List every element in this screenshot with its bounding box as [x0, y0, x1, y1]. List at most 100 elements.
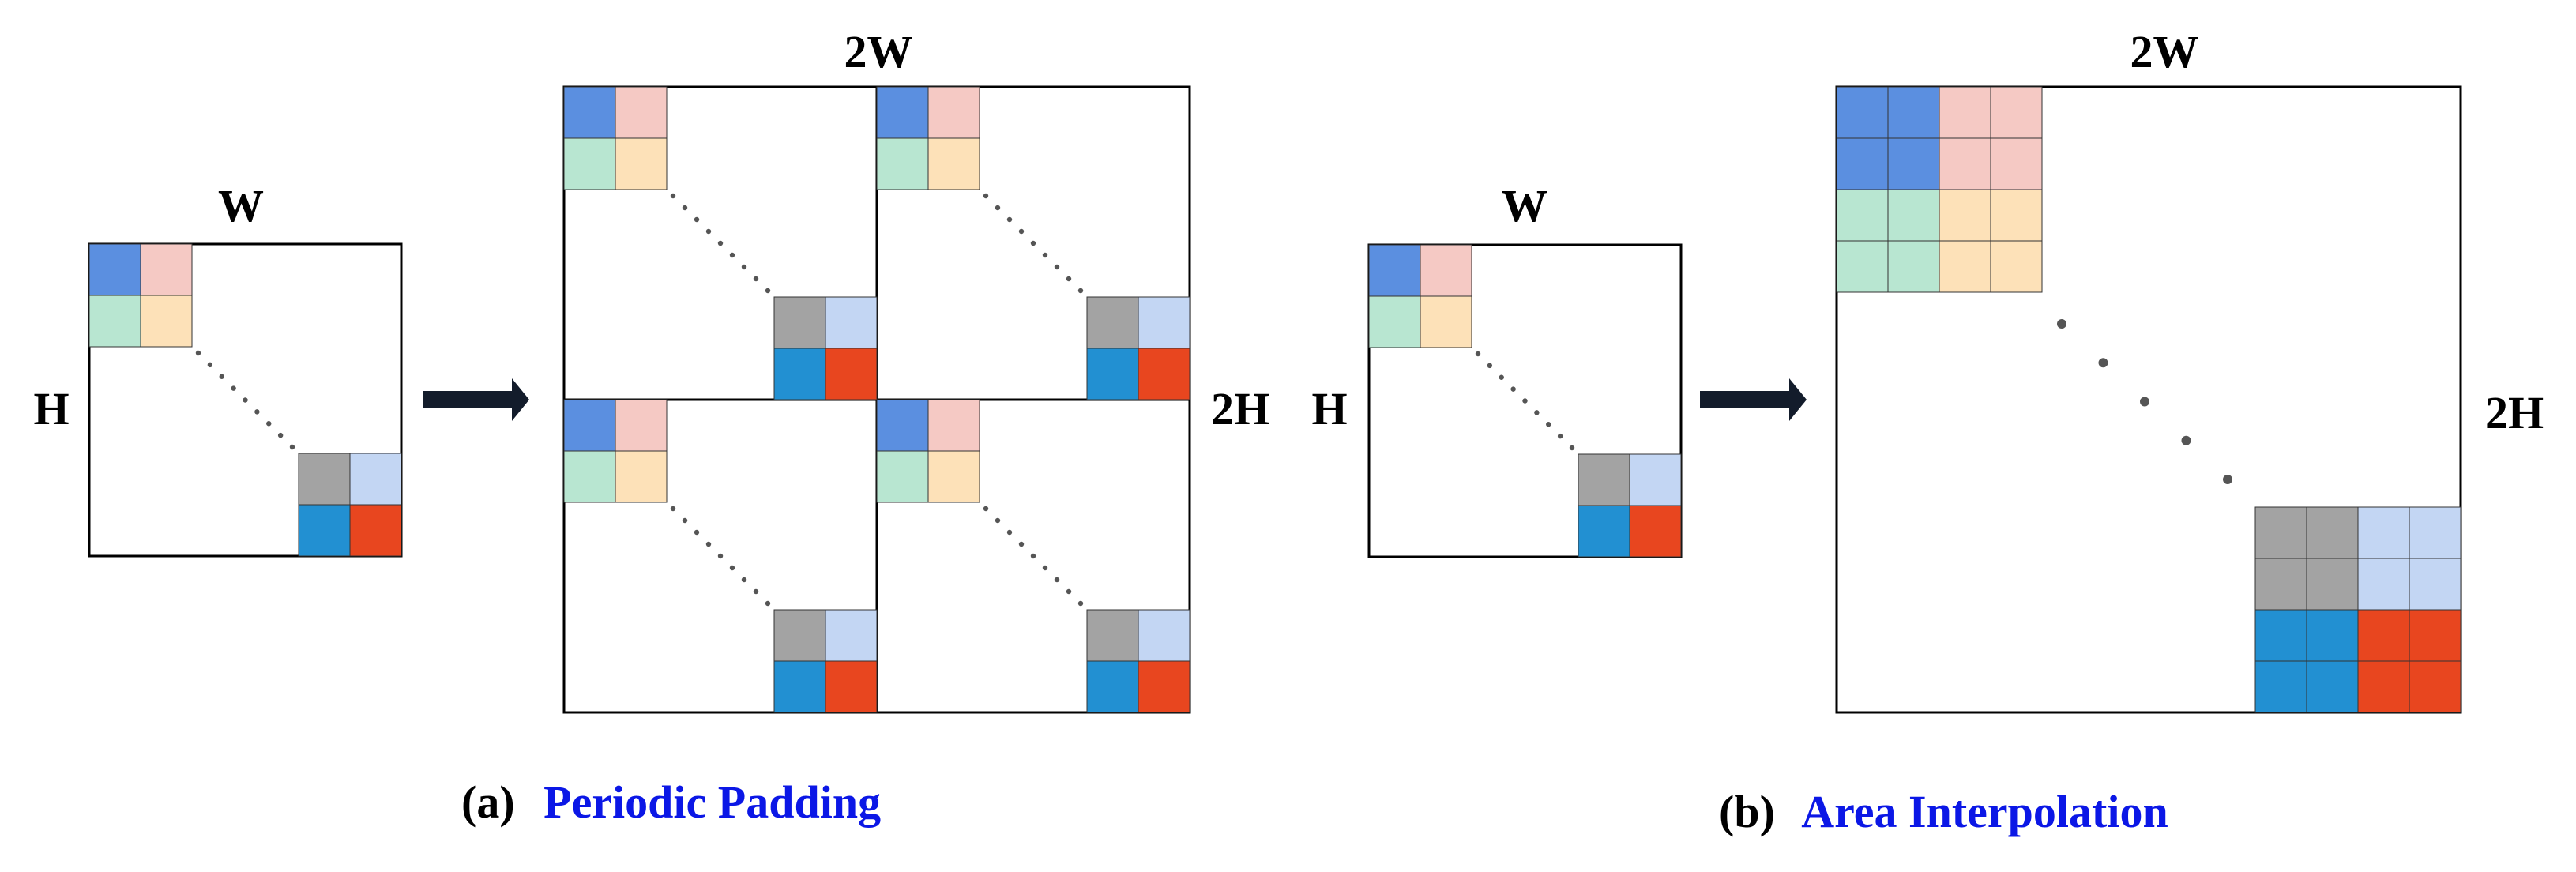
cell-green: [1887, 240, 1940, 293]
ellipsis-dot: [741, 264, 747, 270]
ellipsis-dot: [207, 362, 213, 368]
caption-b-prefix: (b): [1719, 786, 1775, 837]
cell-gray: [2254, 558, 2307, 611]
cell-green: [876, 450, 929, 503]
caption-a-prefix: (a): [461, 776, 515, 828]
cell-peach: [615, 450, 668, 503]
ellipsis-dot: [243, 397, 248, 403]
cell-blue: [563, 399, 616, 452]
ellipsis-dot: [741, 577, 747, 583]
ellipsis-dot: [1042, 252, 1048, 258]
cell-gray: [1086, 609, 1139, 662]
cell-red: [2409, 609, 2461, 662]
cell-light-blue: [349, 453, 402, 506]
cell-dark-blue: [1578, 505, 1630, 558]
cell-light-blue: [1138, 609, 1190, 662]
cell-peach: [1939, 240, 1991, 293]
cell-gray: [1086, 296, 1139, 349]
panel-b: W H 2W 2H (b) Area Interpolation: [1311, 26, 2544, 837]
cell-gray: [298, 453, 351, 506]
cell-blue: [1836, 86, 1889, 139]
cell-peach: [1939, 189, 1991, 242]
cell-peach: [1990, 189, 2043, 242]
cell-light-blue: [2409, 506, 2461, 559]
cell-blue: [1368, 244, 1421, 297]
cell-peach: [927, 137, 980, 190]
arrow-b: [1700, 378, 1807, 421]
cell-green: [1836, 189, 1889, 242]
ellipsis-dot: [753, 276, 759, 282]
ellipsis-dot: [983, 193, 989, 199]
cell-green: [1836, 240, 1889, 293]
input-width-label: W: [218, 180, 264, 231]
panel-b-input-matrix: [1367, 243, 1683, 558]
cell-red: [2409, 660, 2461, 713]
ellipsis-dot: [670, 506, 676, 512]
ellipsis-dot: [670, 193, 676, 199]
arrow-head: [512, 378, 529, 421]
ellipsis-dot: [1077, 288, 1084, 294]
ellipsis-dot: [2140, 397, 2149, 407]
ellipsis-dot: [2098, 358, 2108, 368]
ellipsis-dot: [1066, 276, 1072, 282]
ellipsis-dot: [1557, 433, 1563, 439]
output-height-label: 2H: [1211, 383, 1269, 434]
arrow-a: [423, 378, 529, 421]
cell-green: [1887, 189, 1940, 242]
output-height-label: 2H: [2485, 387, 2544, 438]
cell-dark-blue: [298, 504, 351, 557]
caption-b-title: Area Interpolation: [1801, 786, 2168, 837]
ellipsis-dot: [1006, 216, 1013, 223]
cell-light-blue: [2409, 558, 2461, 611]
caption-a-title: Periodic Padding: [543, 776, 881, 828]
ellipsis-dot: [1510, 386, 1516, 392]
ellipsis-dot: [765, 288, 771, 294]
ellipsis-dot: [266, 421, 272, 427]
ellipsis-dot: [717, 553, 724, 559]
cell-pink: [1990, 137, 2043, 190]
ellipsis-dot: [729, 565, 735, 571]
cell-dark-blue: [2254, 660, 2307, 713]
ellipsis-dot: [1499, 374, 1504, 380]
cell-light-blue: [825, 296, 878, 349]
cell-red: [2357, 609, 2410, 662]
tile-bottom-left: [563, 399, 878, 713]
arrow-head: [1789, 378, 1807, 421]
cell-light-blue: [1629, 453, 1682, 506]
tile-top-right: [876, 86, 1190, 400]
cell-dark-blue: [1086, 348, 1139, 400]
ellipsis-dot: [694, 216, 700, 223]
input-cells: [88, 243, 402, 557]
cell-gray: [773, 609, 826, 662]
cell-gray: [2254, 506, 2307, 559]
ellipsis-dot: [1475, 351, 1481, 357]
ellipsis-dot: [1546, 422, 1551, 427]
ellipsis-dot: [1569, 445, 1575, 451]
cell-dark-blue: [2254, 609, 2307, 662]
ellipsis-dot: [705, 541, 712, 547]
cell-dark-blue: [2306, 609, 2359, 662]
cell-light-blue: [1138, 296, 1190, 349]
caption-a: (a) Periodic Padding: [461, 776, 881, 828]
cell-red: [1138, 660, 1190, 713]
cell-pink: [1939, 86, 1991, 139]
panel-a-input-matrix: [88, 242, 403, 558]
ellipsis-dot: [983, 506, 989, 512]
cell-pink: [927, 86, 980, 139]
output-width-label: 2W: [844, 26, 913, 77]
cell-blue: [876, 86, 929, 139]
cell-blue: [1887, 86, 1940, 139]
ellipsis-dot: [753, 588, 759, 595]
cell-red: [825, 660, 878, 713]
cell-dark-blue: [773, 660, 826, 713]
cell-pink: [927, 399, 980, 452]
ellipsis-dot: [1018, 541, 1025, 547]
ellipsis-dot: [1534, 410, 1540, 415]
ellipsis-dot: [1042, 565, 1048, 571]
arrow-shaft: [1700, 391, 1795, 408]
ellipsis-dot: [289, 444, 295, 450]
cell-red: [349, 504, 402, 557]
cell-green: [88, 295, 141, 348]
ellipsis-dot: [254, 409, 260, 415]
cell-red: [1629, 505, 1682, 558]
